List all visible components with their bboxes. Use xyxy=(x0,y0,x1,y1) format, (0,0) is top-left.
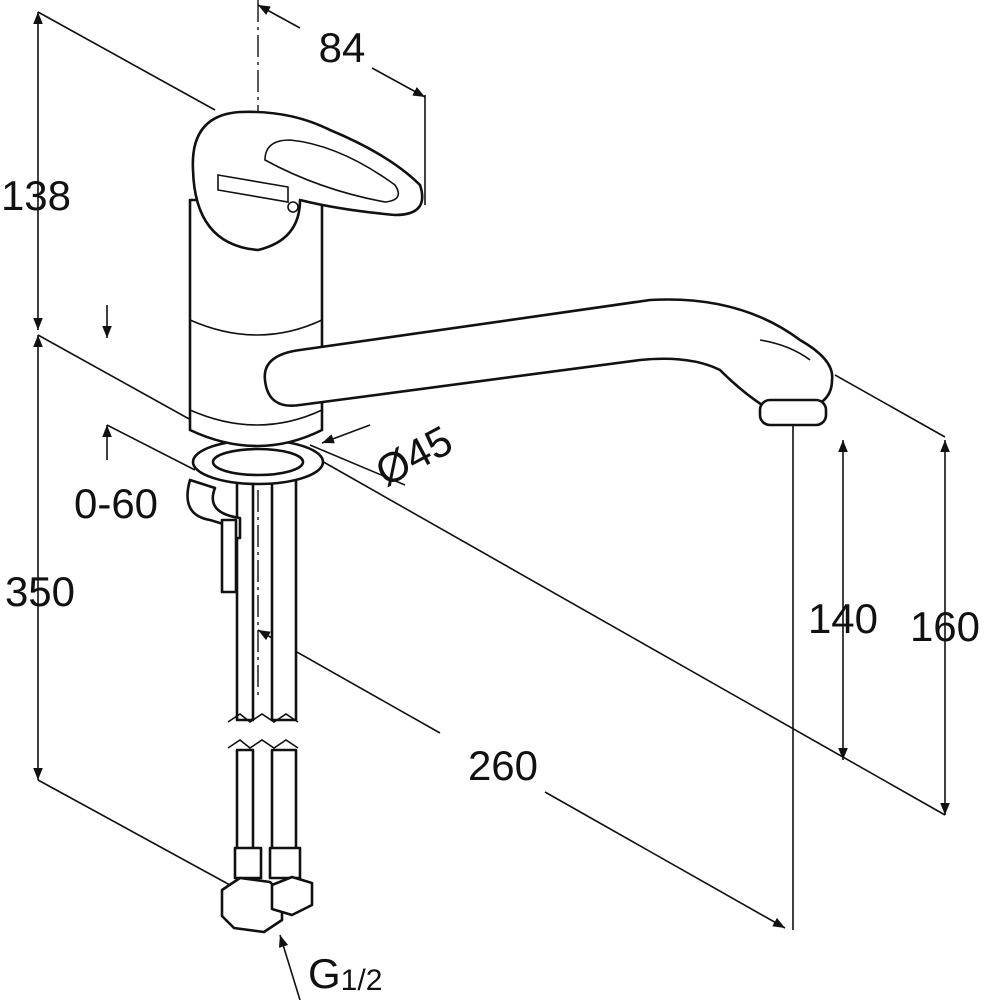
extension-lines xyxy=(37,11,946,930)
dimension-160-label: 160 xyxy=(910,603,980,650)
dimension-lines xyxy=(33,4,950,1000)
dimension-diameter-45-label: Ø45 xyxy=(368,416,460,495)
dimension-260-label: 260 xyxy=(468,742,538,789)
dimension-0-60-label: 0-60 xyxy=(74,480,158,527)
connection-size: 1/2 xyxy=(341,964,383,997)
supply-hoses xyxy=(220,453,314,934)
spout xyxy=(263,298,834,427)
dimension-140-label: 140 xyxy=(808,595,878,642)
connection-thread-label: G1/2 xyxy=(308,950,382,997)
mounting-hardware xyxy=(186,438,325,594)
dimension-84-label: 84 xyxy=(319,24,366,71)
connection-prefix: G xyxy=(308,950,341,997)
dimension-138-label: 138 xyxy=(1,172,71,219)
dimension-350-label: 350 xyxy=(5,568,75,615)
